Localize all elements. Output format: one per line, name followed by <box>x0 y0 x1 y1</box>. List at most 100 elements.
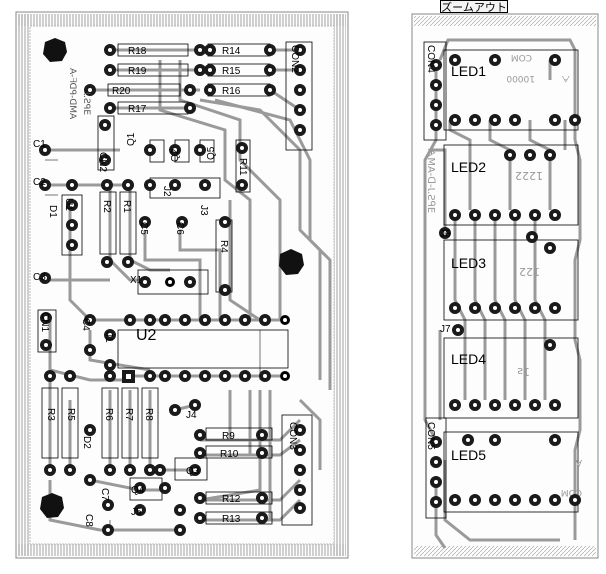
label-j5: J5 <box>131 507 142 518</box>
right-pads <box>430 54 581 508</box>
right-ground-top <box>414 16 596 26</box>
u2-outline <box>117 329 289 369</box>
label-r5: R5 <box>65 408 76 421</box>
u2-pin1-pad <box>122 370 135 383</box>
label-led3: LED3 <box>451 255 486 271</box>
mount-hole-bottom-left <box>40 493 64 518</box>
label-r3: R3 <box>45 408 56 421</box>
right-ground-bottom <box>414 546 596 556</box>
led4-box <box>443 337 579 419</box>
right-component-labels: CON4 CON5 J6 J7 <box>425 45 451 450</box>
right-board-code-text: ᗅMA-ᗡ-Ɩ.ƧᑫE <box>425 148 436 213</box>
label-u1: U1 <box>63 198 74 211</box>
label-c3: C3 <box>33 272 46 283</box>
label-c6: C6 <box>174 222 185 235</box>
label-r11: R11 <box>237 158 248 176</box>
led3-num-text: 122 <box>519 265 540 278</box>
label-r14: R14 <box>222 46 241 57</box>
ground-strip-top <box>18 14 346 26</box>
right-traces <box>423 38 582 549</box>
con5-box <box>425 417 447 519</box>
label-led5: LED5 <box>451 447 486 463</box>
label-con2: CON2 <box>289 45 300 73</box>
label-d1: D1 <box>47 205 58 218</box>
mount-hole-top-left <box>43 38 67 62</box>
board-version-text: Ɩ.ƧᑫE <box>81 92 91 115</box>
label-r13: R13 <box>222 514 241 525</box>
label-j4: J4 <box>186 410 197 421</box>
led4-num-text: 1ƨ <box>517 365 530 378</box>
label-led4: LED4 <box>451 351 486 367</box>
zoom-out-button[interactable]: ズームアウト <box>440 0 508 14</box>
label-r9: R9 <box>222 431 235 442</box>
label-q2: Q2 <box>170 148 181 162</box>
left-pads <box>39 44 306 536</box>
led2-num-text: 1222 <box>515 169 543 182</box>
label-r8: R8 <box>143 408 154 421</box>
resistor-bodies <box>37 41 313 526</box>
ground-strip-bottom <box>18 544 346 556</box>
left-mirrored-texts: A-ᖷᗡᑫ-ᗡMA Ɩ.ƧᑫE <box>67 68 91 120</box>
label-c7: C7 <box>99 488 110 501</box>
label-j6: J6 <box>440 229 451 240</box>
led-outlines <box>423 41 579 519</box>
led2-box <box>443 144 579 226</box>
label-r18: R18 <box>128 46 147 57</box>
label-con4: CON4 <box>425 45 436 73</box>
label-r19: R19 <box>128 66 147 77</box>
label-j1: J1 <box>103 332 114 343</box>
label-con5: CON5 <box>425 422 436 450</box>
label-r2: R2 <box>101 200 112 213</box>
label-cn2: CN2 <box>97 152 108 172</box>
label-c5: C5 <box>138 222 149 235</box>
label-led1: LED1 <box>451 63 486 79</box>
label-q5: Q5 <box>206 146 217 160</box>
label-c4: C4 <box>80 318 91 331</box>
label-j3: J3 <box>198 205 209 216</box>
label-r12: R12 <box>222 494 241 505</box>
led5-a-text: A <box>575 457 582 467</box>
mount-hole-right <box>279 249 304 275</box>
led1-box <box>443 49 579 131</box>
label-d2: D2 <box>81 436 92 449</box>
label-r1: R1 <box>121 200 132 213</box>
label-r16: R16 <box>222 86 241 97</box>
led5-box <box>443 431 579 513</box>
label-cn1: CN1 <box>39 312 50 332</box>
label-r7: R7 <box>123 408 134 421</box>
led1-num-text: 10000 <box>506 73 535 83</box>
right-mirrored-texts: COM 10000 ᗅ 1222 122 1ƨ COM A ᗅMA-ᗡ-Ɩ.Ƨᑫ… <box>425 52 582 497</box>
label-x1: X1 <box>130 275 143 286</box>
label-j2: J2 <box>161 186 172 197</box>
label-j7: J7 <box>440 324 451 335</box>
label-r20: R20 <box>112 86 131 97</box>
led3-box <box>443 239 579 321</box>
led-labels: LED1 LED2 LED3 LED4 LED5 <box>451 63 486 463</box>
ground-strip-left <box>18 14 30 556</box>
left-component-labels: R18 R19 R20 R17 R14 R15 R16 CON2 C1 C2 C… <box>33 45 300 527</box>
left-board: A-ᖷᗡᑫ-ᗡMA Ɩ.ƧᑫE R18 R19 R20 R17 R14 R15 … <box>15 11 349 559</box>
label-r17: R17 <box>128 104 147 115</box>
label-con3: CON3 <box>287 422 298 450</box>
inner-ground-edge <box>29 25 335 545</box>
board-model-text: A-ᖷᗡᑫ-ᗡMA <box>67 68 77 120</box>
label-q4: Q4 <box>131 485 145 496</box>
label-c8: C8 <box>83 514 94 527</box>
right-board: COM 10000 ᗅ 1222 122 1ƨ COM A ᗅMA-ᗡ-Ɩ.Ƨᑫ… <box>411 13 599 559</box>
label-r15: R15 <box>222 66 241 77</box>
led1-com-text: COM <box>511 52 532 62</box>
label-c1: C1 <box>33 139 46 150</box>
label-c2: C2 <box>33 177 46 188</box>
label-r4: R4 <box>218 240 229 253</box>
led5-com-text: COM <box>561 487 582 497</box>
label-led2: LED2 <box>451 159 486 175</box>
right-board-outline <box>411 13 599 559</box>
con4-box <box>423 41 447 141</box>
label-q3: Q3 <box>186 466 200 477</box>
led1-code-text: ᗅ <box>561 73 570 83</box>
label-r6: R6 <box>103 408 114 421</box>
label-q1: Q1 <box>126 132 137 146</box>
label-u2: U2 <box>136 327 157 344</box>
ground-strip-right <box>334 14 346 556</box>
